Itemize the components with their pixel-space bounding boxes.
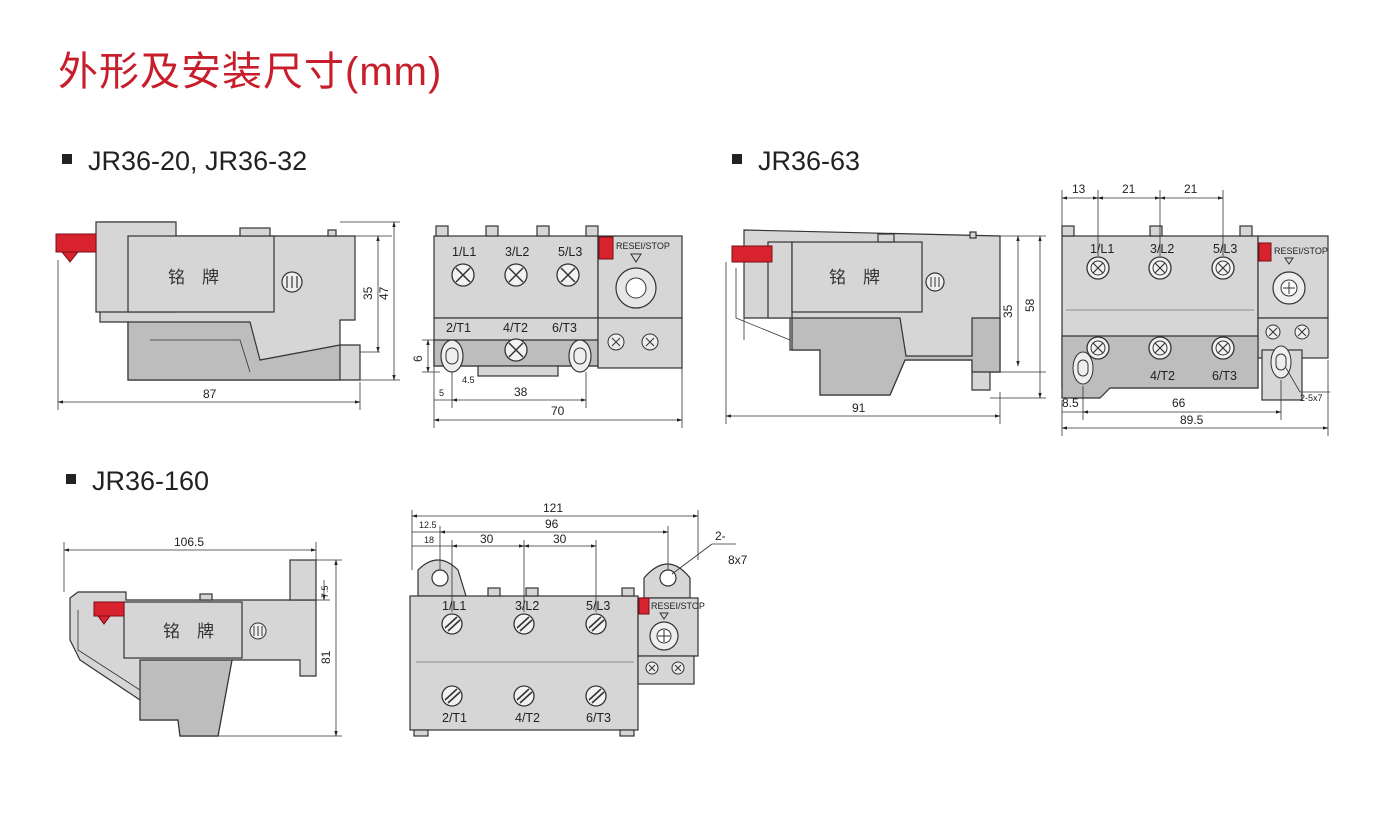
section-label: JR36-160 (92, 466, 210, 496)
reset-label: RESEI/STOP (1274, 246, 1328, 256)
reset-label: RESEI/STOP (616, 241, 670, 251)
dim-35: 35 (1001, 304, 1015, 318)
section-jr36-20-32: JR36-20, JR36-32 (62, 148, 307, 175)
page-title: 外形及安装尺寸(mm) (58, 50, 443, 94)
dim-21a: 21 (1122, 182, 1136, 196)
jr36-20-front-view: RESEI/STOP 1/L1 3/L2 5/L3 2/T1 4/T2 6/T3… (411, 225, 683, 428)
reset-button-icon (638, 597, 650, 615)
dim-35: 35 (361, 286, 375, 300)
jr36-160-side-view: 铭 牌 106.5 7.5 81 (63, 535, 342, 737)
dim-hole-8x7: 8x7 (728, 553, 748, 567)
dim-6: 6 (411, 355, 425, 362)
dim-4-5: 4.5 (462, 375, 475, 385)
dim-5: 5 (439, 388, 444, 398)
terminal-4t2: 4/T2 (1150, 369, 1175, 383)
dim-58: 58 (1023, 298, 1037, 312)
section-label: JR36-63 (758, 146, 861, 176)
terminal-1l1: 1/L1 (1090, 242, 1114, 256)
dim-70: 70 (551, 404, 565, 418)
terminal-5l3: 5/L3 (586, 599, 610, 613)
jr36-20-side-view: 铭 牌 87 35 47 (55, 221, 400, 410)
terminal-1l1: 1/L1 (452, 245, 476, 259)
section-label: JR36-20, JR36-32 (88, 146, 308, 176)
dim-12-5: 12.5 (419, 520, 437, 530)
dim-96: 96 (545, 517, 559, 531)
dim-7-5: 7.5 (320, 585, 330, 598)
dim-87: 87 (203, 387, 217, 401)
dim-81: 81 (319, 650, 333, 664)
bullet-icon (62, 153, 72, 164)
terminal-1l1: 1/L1 (442, 599, 466, 613)
bullet-icon (66, 473, 76, 484)
terminal-3l2: 3/L2 (515, 599, 539, 613)
terminal-5l3: 5/L3 (558, 245, 582, 259)
bullet-icon (732, 153, 742, 164)
dim-91: 91 (852, 401, 866, 415)
dim-13: 13 (1072, 182, 1086, 196)
reset-button-icon (1258, 242, 1272, 262)
jr36-63-side-view: 铭 牌 91 35 58 (725, 229, 1046, 424)
jr36-63-front-view: RESEI/STOP 1/L1 3/L2 5/L3 4/T2 6/T3 13 2… (1061, 182, 1330, 436)
nameplate-label: 铭 牌 (163, 622, 214, 642)
section-jr36-63: JR36-63 (732, 148, 860, 175)
dim-18: 18 (424, 535, 434, 545)
reset-button-icon (598, 236, 614, 260)
dim-89-5: 89.5 (1180, 413, 1204, 427)
terminal-6t3: 6/T3 (586, 711, 611, 725)
reset-label: RESEI/STOP (651, 601, 705, 611)
terminal-3l2: 3/L2 (505, 245, 529, 259)
dim-21b: 21 (1184, 182, 1198, 196)
terminal-4t2: 4/T2 (515, 711, 540, 725)
terminal-3l2: 3/L2 (1150, 242, 1174, 256)
terminal-2t1: 2/T1 (446, 321, 471, 335)
terminal-6t3: 6/T3 (552, 321, 577, 335)
terminal-2t1: 2/T1 (442, 711, 467, 725)
dim-hole-2: 2- (715, 529, 726, 543)
terminal-4t2: 4/T2 (503, 321, 528, 335)
reset-button-icon (55, 233, 97, 253)
dim-121: 121 (543, 501, 563, 515)
dim-106-5: 106.5 (174, 535, 204, 549)
dim-30a: 30 (480, 532, 494, 546)
section-jr36-160: JR36-160 (66, 468, 209, 495)
terminal-5l3: 5/L3 (1213, 242, 1237, 256)
dim-66: 66 (1172, 396, 1186, 410)
dim-47: 47 (377, 286, 391, 300)
nameplate-label: 铭 牌 (829, 268, 880, 288)
jr36-160-front-view: RESEI/STOP 1/L1 3/L2 5/L3 2/T1 4/T2 6/T3… (409, 501, 748, 737)
dim-30b: 30 (553, 532, 567, 546)
terminal-6t3: 6/T3 (1212, 369, 1237, 383)
dim-38: 38 (514, 385, 528, 399)
reset-button-icon (93, 601, 125, 617)
dim-hole-2-5x7: 2-5x7 (1300, 393, 1323, 403)
dim-8-5: 8.5 (1062, 396, 1079, 410)
nameplate-label: 铭 牌 (168, 268, 219, 288)
reset-button-icon (731, 245, 773, 263)
